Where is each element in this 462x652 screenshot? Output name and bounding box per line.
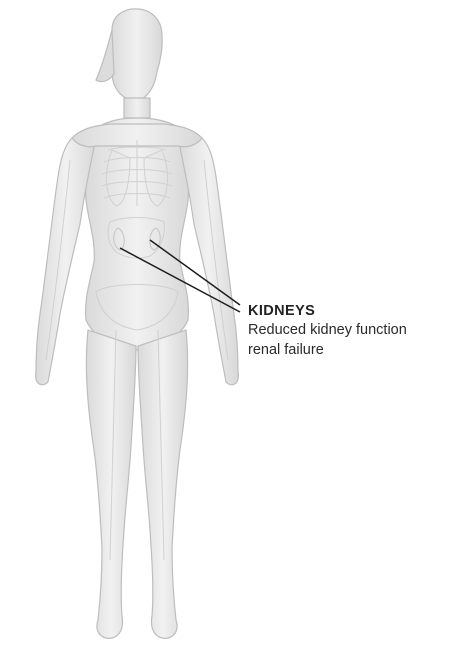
- callout-line-2: renal failure: [248, 340, 460, 360]
- head: [111, 9, 163, 101]
- callout-line-1: Reduced kidney function: [248, 320, 460, 340]
- hair-bun: [96, 30, 114, 82]
- leg-right: [138, 330, 188, 638]
- callout-organ-title: KIDNEYS: [248, 302, 460, 320]
- neck: [124, 98, 150, 118]
- female-body-silhouette: [36, 9, 239, 638]
- leg-left: [86, 330, 136, 638]
- kidney-callout: KIDNEYS Reduced kidney function renal fa…: [248, 302, 460, 360]
